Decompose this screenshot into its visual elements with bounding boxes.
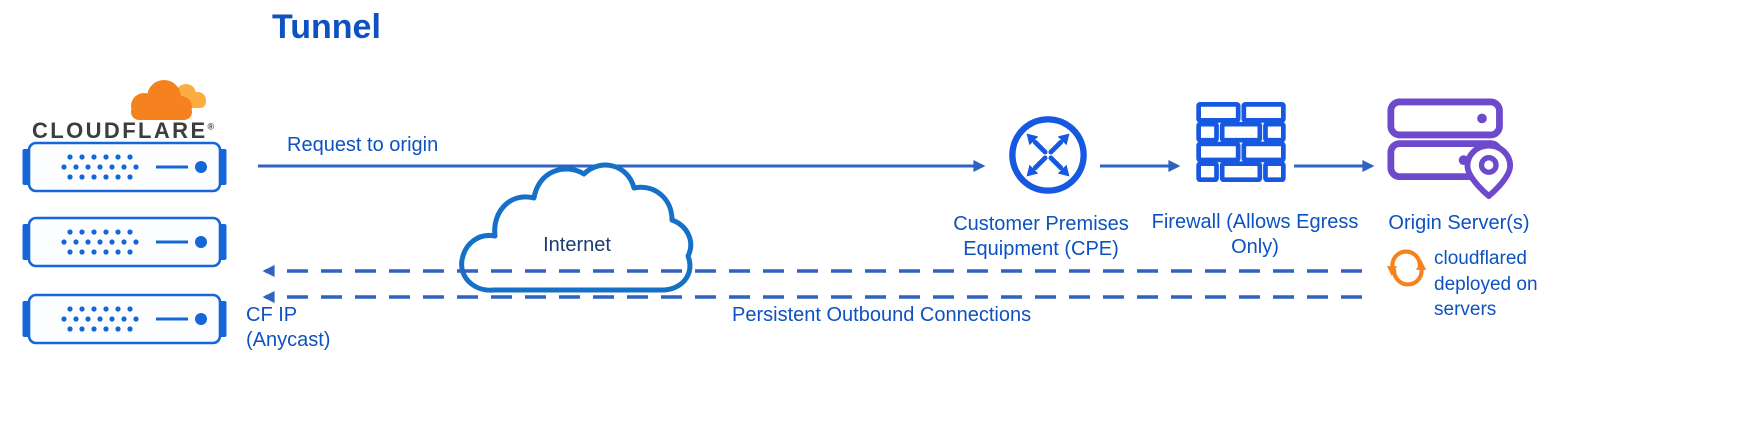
internet-cloud: Internet [432, 142, 722, 307]
internet-cloud-icon [459, 162, 694, 293]
edge-server-icon [22, 216, 227, 273]
request-to-origin-label: Request to origin [287, 134, 439, 156]
internet-label: Internet [543, 234, 611, 256]
origin-server-icon [1386, 97, 1514, 205]
cloudflare-wordmark: CLOUDFLARE® [32, 118, 215, 143]
cloudflare-logo: CLOUDFLARE® [30, 70, 235, 145]
firewall-label: Firewall (Allows Egress Only) [1151, 211, 1359, 258]
edge-server-icon [22, 293, 227, 350]
persistent-outbound-label: Persistent Outbound Connections [732, 304, 1032, 326]
firewall-icon [1193, 99, 1289, 192]
page-title: Tunnel [272, 8, 381, 46]
cpe-router-icon [1007, 114, 1089, 201]
origin-label: Origin Server(s) [1388, 212, 1530, 234]
cloudflared-sync-icon [1386, 247, 1428, 294]
cloudflared-label: cloudflared deployed on servers [1434, 248, 1538, 321]
cloudflare-cloud-icon [131, 80, 206, 120]
cpe-label: Customer Premises Equipment (CPE) [953, 213, 1129, 260]
cf-ip-label: CF IP (Anycast) [246, 304, 331, 351]
edge-server-icon [22, 141, 227, 198]
